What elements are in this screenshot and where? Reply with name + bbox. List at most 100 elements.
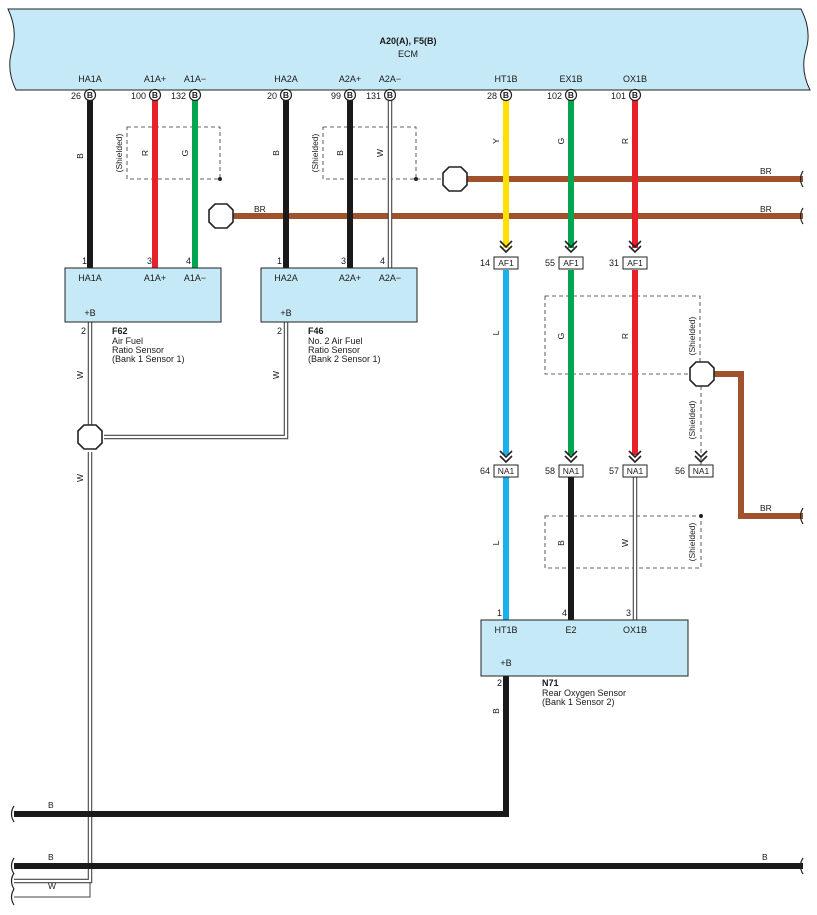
- wire-label: R: [620, 138, 630, 144]
- f46-code: F46: [308, 326, 324, 336]
- f62-terminal-ha1a: HA1A: [78, 273, 102, 283]
- f62-desc: Air Fuel: [112, 336, 143, 346]
- af1-pin: 14: [480, 258, 490, 268]
- wire-label: B: [556, 540, 566, 546]
- ecm-terminal-ox1b: OX1B: [623, 74, 647, 84]
- ecm-terminal-a2am: A2A−: [379, 74, 401, 84]
- na1-label: NA1: [498, 466, 515, 476]
- ecm-name: ECM: [398, 49, 418, 59]
- f62-pin: 3: [147, 256, 152, 266]
- wire-label: B: [271, 150, 281, 156]
- na1-pin: 64: [480, 466, 490, 476]
- ecm-pin-number: 99: [331, 91, 341, 101]
- wire-label: BR: [254, 204, 266, 214]
- wire-label: B: [48, 852, 54, 862]
- wire-label: B: [48, 800, 54, 810]
- ecm-pin-number: 101: [611, 91, 626, 101]
- ecm-pin-conn: B: [347, 90, 353, 100]
- wire-label: W: [48, 881, 56, 891]
- splice-4: [77, 424, 103, 450]
- splice-3: [689, 361, 715, 387]
- wire-label: G: [180, 150, 190, 157]
- af1-connectors: AF1 AF1 AF1 14 55 31: [480, 256, 648, 270]
- f-sensor-wires: [87, 95, 353, 268]
- shielded-label: (Shielded): [114, 133, 124, 172]
- wire-label: G: [556, 138, 566, 145]
- n71-code: N71: [542, 678, 559, 688]
- ecm-pin-conn: B: [152, 90, 158, 100]
- f62-terminal-a1ap: A1A+: [144, 273, 166, 283]
- f46-pin: 4: [380, 256, 385, 266]
- shielded-label: (Shielded): [687, 522, 697, 561]
- f46-terminal-a2ap: A2A+: [339, 273, 361, 283]
- wire-label: L: [491, 330, 501, 335]
- n71-pin: 1: [497, 608, 502, 618]
- wire-label: W: [375, 149, 385, 157]
- f46-plus-b: +B: [280, 308, 291, 318]
- ecm-terminal-a1ap: A1A+: [144, 74, 166, 84]
- wire-label: W: [271, 371, 281, 379]
- bus-ends: [10, 170, 804, 906]
- f62-code: F62: [112, 326, 128, 336]
- n71-wires: [14, 95, 803, 869]
- shielded-label: (Shielded): [687, 400, 697, 439]
- splice-2: [208, 203, 234, 229]
- af1-pin: 31: [609, 258, 619, 268]
- ecm-pin-number: 26: [71, 91, 81, 101]
- f62-pin: 1: [82, 256, 87, 266]
- f62-desc: (Bank 1 Sensor 1): [112, 354, 185, 364]
- ecm-pin-conn: B: [568, 90, 574, 100]
- na1-pin: 57: [609, 466, 619, 476]
- na1-label: NA1: [563, 466, 580, 476]
- ecm-terminal-ha1a: HA1A: [78, 74, 102, 84]
- na1-label: NA1: [693, 466, 710, 476]
- ecm-connector-code: A20(A), F5(B): [379, 36, 436, 46]
- na1-pin: 58: [545, 466, 555, 476]
- ecm-pin-conn: B: [387, 90, 393, 100]
- splices: [77, 166, 715, 450]
- f62-plus-b: +B: [84, 308, 95, 318]
- wire-label: W: [75, 474, 85, 482]
- f46-plus-b-pin: 2: [277, 326, 282, 336]
- ecm-terminal-a2ap: A2A+: [339, 74, 361, 84]
- wire-label: B: [75, 153, 85, 159]
- wire-labels: B R G B B W Y G R L G R L B W W W W B: [75, 138, 630, 714]
- ecm-terminal-ex1b: EX1B: [559, 74, 582, 84]
- shielded-labels: (Shielded) (Shielded) (Shielded) (Shield…: [114, 133, 697, 561]
- na1-pin: 56: [675, 466, 685, 476]
- shielded-label: (Shielded): [687, 316, 697, 355]
- af1-label: AF1: [498, 258, 514, 268]
- n71-desc: (Bank 1 Sensor 2): [542, 697, 615, 707]
- ecm-pin-conn: B: [87, 90, 93, 100]
- f46-desc: No. 2 Air Fuel: [308, 336, 363, 346]
- sensor-f62: HA1A A1A+ A1A− 1 3 4 +B 2 F62 Air Fuel R…: [64, 256, 222, 364]
- sensor-n71: HT1B E2 OX1B 1 4 3 +B 2 N71 Rear Oxygen …: [480, 608, 689, 707]
- shield-outlines: [126, 126, 702, 569]
- f46-desc: (Bank 2 Sensor 1): [308, 354, 381, 364]
- shield-junction-3: [699, 514, 703, 518]
- af1-arrows: [499, 240, 642, 254]
- n71-terminal-ox1b: OX1B: [623, 625, 647, 635]
- n71-plus-b-pin: 2: [497, 678, 502, 688]
- shielded-label: (Shielded): [310, 133, 320, 172]
- ecm-pin-number: 20: [267, 91, 277, 101]
- ecm-terminal-ha2a: HA2A: [274, 74, 298, 84]
- shield-junction-2: [414, 177, 418, 181]
- na1-arrows: [499, 450, 708, 464]
- ecm-pin-number: 102: [547, 91, 562, 101]
- wire-label: B: [335, 150, 345, 156]
- ecm-pin-number: 132: [171, 91, 186, 101]
- n71-desc: Rear Oxygen Sensor: [542, 688, 626, 698]
- shield-junction-1: [218, 177, 222, 181]
- wire-label: G: [556, 333, 566, 340]
- ecm-pin-number: 28: [487, 91, 497, 101]
- f46-terminal-ha2a: HA2A: [274, 273, 298, 283]
- white-wires: [14, 95, 638, 884]
- sensor-f46: HA2A A2A+ A2A− 1 3 4 +B 2 F46 No. 2 Air …: [260, 256, 418, 364]
- wire-label: L: [491, 540, 501, 545]
- f62-desc: Ratio Sensor: [112, 345, 164, 355]
- n71-terminal-ht1b: HT1B: [494, 625, 517, 635]
- f46-pin: 1: [277, 256, 282, 266]
- f62-terminal-a1am: A1A−: [184, 273, 206, 283]
